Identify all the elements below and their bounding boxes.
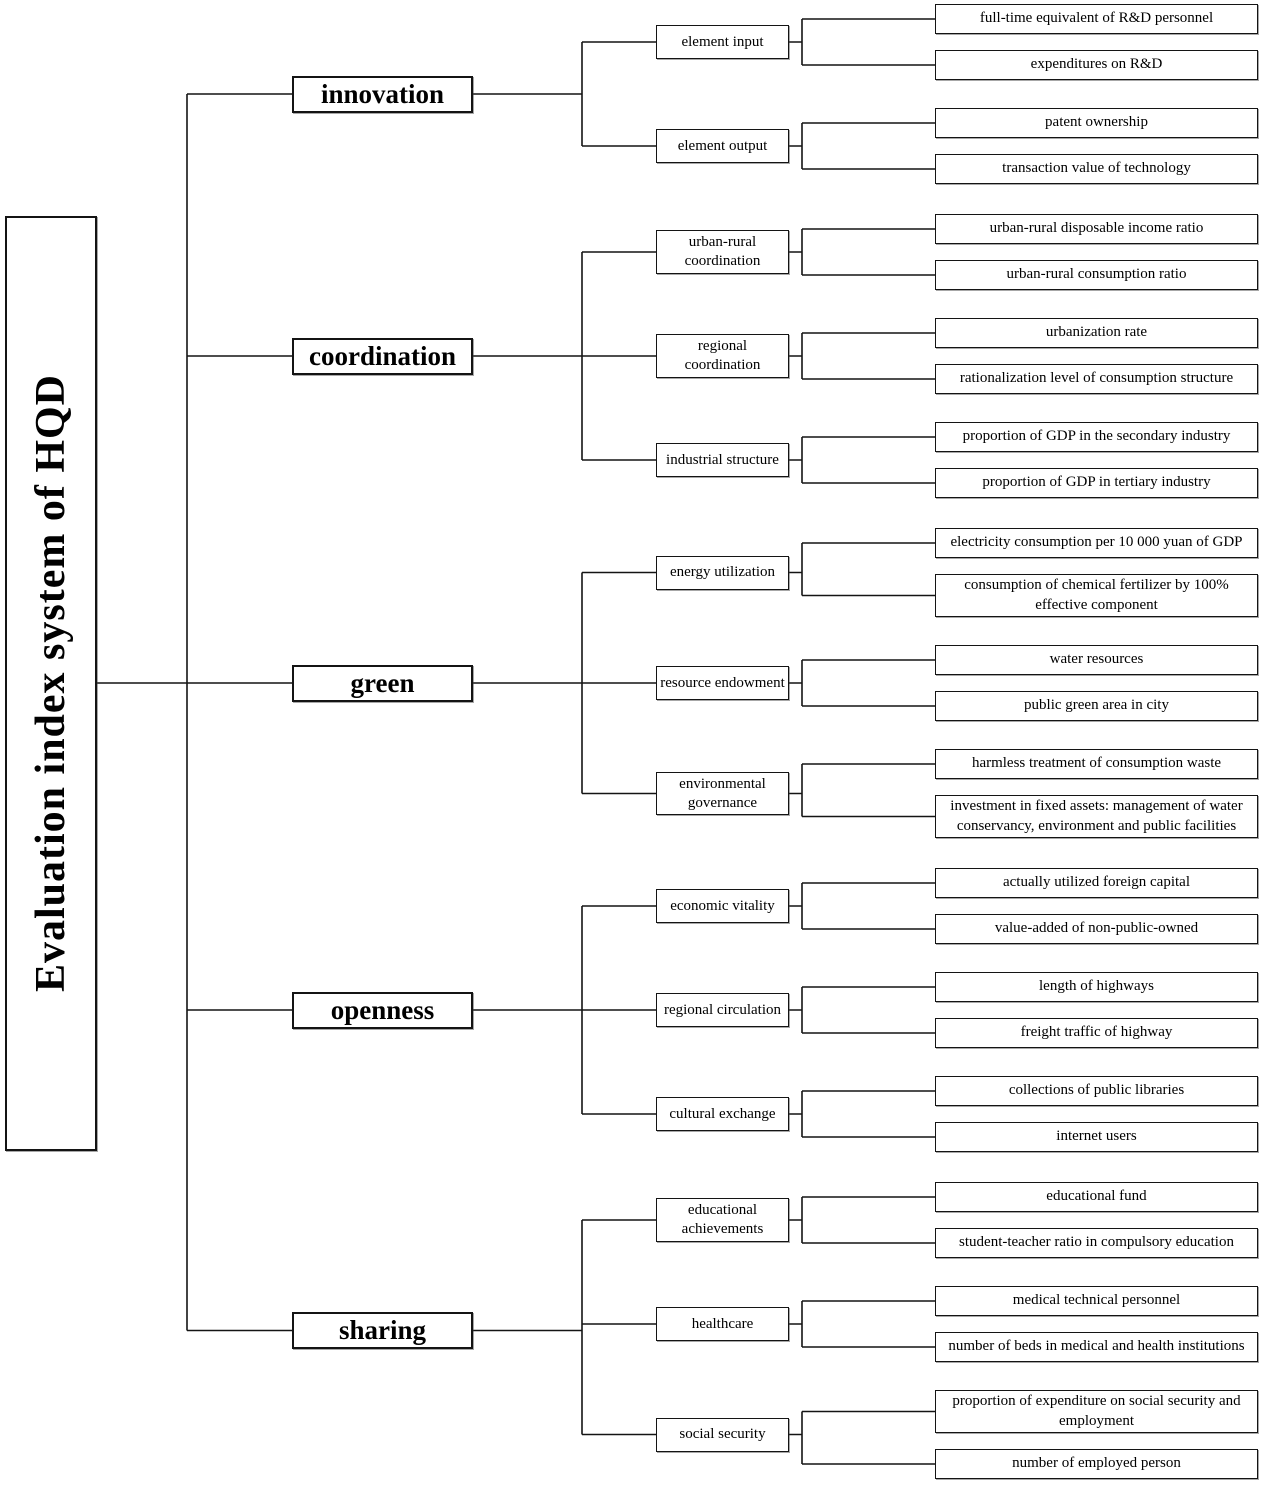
leaf-stack-regional-circulation: length of highways freight traffic of hig…	[935, 972, 1258, 1048]
subgroup-row-healthcare: healthcare medical technical personnel num…	[656, 1286, 1258, 1362]
subgroup-row-resource-endowment: resource endowment water resources public …	[656, 645, 1258, 721]
indicator-node-urban-rural-consumption-ratio: urban-rural consumption ratio	[935, 260, 1258, 290]
branch-node-innovation: innovation	[292, 75, 473, 113]
indicator-node-public-green-area-in-city: public green area in city	[935, 691, 1258, 721]
branch-node-sharing: sharing	[292, 1312, 473, 1349]
indicator-node-number-of-employed-person: number of employed person	[935, 1449, 1258, 1479]
leaf-stack-economic-vitality: actually utilized foreign capital value-a…	[935, 868, 1258, 944]
subgroup-row-element-input: element input full-time equivalent of R&D…	[656, 4, 1258, 80]
category-node-healthcare: healthcare	[656, 1307, 789, 1341]
indicator-node-value-added-of-non-public-owned: value-added of non-public-owned	[935, 914, 1258, 944]
indicator-node-expenditures-on-r-d: expenditures on R&D	[935, 50, 1258, 80]
indicator-node-rationalization-level-of-consumption-str: rationalization level of consumption str…	[935, 364, 1258, 394]
indicator-node-medical-technical-personnel: medical technical personnel	[935, 1286, 1258, 1316]
indicator-node-number-of-beds-in-medical-and-health-ins: number of beds in medical and health ins…	[935, 1332, 1258, 1362]
subgroup-row-social-security: social security proportion of expenditure…	[656, 1390, 1258, 1479]
subgroup-row-educational-achievements: educational achievements educational fund…	[656, 1182, 1258, 1258]
subgroup-row-regional-circulation: regional circulation length of highways fr…	[656, 972, 1258, 1048]
subgroup-stack-green: energy utilization electricity consumptio…	[656, 528, 1258, 838]
indicator-node-actually-utilized-foreign-capital: actually utilized foreign capital	[935, 868, 1258, 898]
category-node-resource-endowment: resource endowment	[656, 666, 789, 700]
subgroup-stack-coordination: urban-rural coordination urban-rural disp…	[656, 214, 1258, 498]
subgroup-stack-openness: economic vitality actually utilized forei…	[656, 868, 1258, 1152]
indicator-node-length-of-highways: length of highways	[935, 972, 1258, 1002]
indicator-node-collections-of-public-libraries: collections of public libraries	[935, 1076, 1258, 1106]
indicator-node-educational-fund: educational fund	[935, 1182, 1258, 1212]
subgroup-row-regional-coordination: regional coordination urbanization rate ra…	[656, 318, 1258, 394]
subgroup-row-element-output: element output patent ownership transactio…	[656, 108, 1258, 184]
subgroup-row-urban-rural-coordination: urban-rural coordination urban-rural disp…	[656, 214, 1258, 290]
subgroup-stack-innovation: element input full-time equivalent of R&D…	[656, 4, 1258, 184]
branch-node-green: green	[292, 664, 473, 702]
indicator-node-harmless-treatment-of-consumption-waste: harmless treatment of consumption waste	[935, 749, 1258, 779]
subgroup-row-economic-vitality: economic vitality actually utilized forei…	[656, 868, 1258, 944]
leaf-stack-element-output: patent ownership transaction value of tec…	[935, 108, 1258, 184]
category-node-regional-circulation: regional circulation	[656, 993, 789, 1027]
indicator-node-urbanization-rate: urbanization rate	[935, 318, 1258, 348]
category-node-educational-achievements: educational achievements	[656, 1198, 789, 1242]
category-node-cultural-exchange: cultural exchange	[656, 1097, 789, 1131]
branch-node-coordination: coordination	[292, 337, 473, 375]
category-node-element-output: element output	[656, 129, 789, 163]
category-node-element-input: element input	[656, 25, 789, 59]
category-node-urban-rural-coordination: urban-rural coordination	[656, 230, 789, 274]
branch-row-openness: openness economic vitality actually utiliz…	[292, 868, 1258, 1152]
indicator-node-freight-traffic-of-highway: freight traffic of highway	[935, 1018, 1258, 1048]
indicator-node-student-teacher-ratio-in-compulsory-educ: student-teacher ratio in compulsory educ…	[935, 1228, 1258, 1258]
subgroup-row-environmental-governance: environmental governance harmless treatme…	[656, 749, 1258, 838]
branch-stack: innovation element input full-time equival…	[292, 0, 1258, 1483]
category-node-industrial-structure: industrial structure	[656, 443, 789, 477]
indicator-node-proportion-of-gdp-in-tertiary-industry: proportion of GDP in tertiary industry	[935, 468, 1258, 498]
indicator-node-full-time-equivalent-of-r-d-personnel: full-time equivalent of R&D personnel	[935, 4, 1258, 34]
leaf-stack-resource-endowment: water resources public green area in city	[935, 645, 1258, 721]
indicator-node-internet-users: internet users	[935, 1122, 1258, 1152]
root-label: Evaluation index system of HQD	[28, 373, 75, 993]
subgroup-row-industrial-structure: industrial structure proportion of GDP in…	[656, 422, 1258, 498]
category-node-energy-utilization: energy utilization	[656, 555, 789, 590]
root-node-evaluation-index-system: Evaluation index system of HQD	[5, 215, 97, 1151]
leaf-stack-industrial-structure: proportion of GDP in the secondary indus…	[935, 422, 1258, 498]
branch-row-green: green energy utilization electricity consu…	[292, 528, 1258, 838]
leaf-stack-educational-achievements: educational fund student-teacher ratio in…	[935, 1182, 1258, 1258]
leaf-stack-cultural-exchange: collections of public libraries internet …	[935, 1076, 1258, 1152]
indicator-node-proportion-of-gdp-in-the-secondary-indus: proportion of GDP in the secondary indus…	[935, 422, 1258, 452]
leaf-stack-healthcare: medical technical personnel number of bed…	[935, 1286, 1258, 1362]
leaf-stack-social-security: proportion of expenditure on social secu…	[935, 1390, 1258, 1479]
indicator-node-proportion-of-expenditure-on-social-secu: proportion of expenditure on social secu…	[935, 1390, 1258, 1433]
leaf-stack-urban-rural-coordination: urban-rural disposable income ratio urban…	[935, 214, 1258, 290]
indicator-node-patent-ownership: patent ownership	[935, 108, 1258, 138]
indicator-node-transaction-value-of-technology: transaction value of technology	[935, 154, 1258, 184]
category-node-regional-coordination: regional coordination	[656, 334, 789, 378]
indicator-node-consumption-of-chemical-fertilizer-by-10: consumption of chemical fertilizer by 10…	[935, 574, 1258, 617]
subgroup-row-cultural-exchange: cultural exchange collections of public l…	[656, 1076, 1258, 1152]
branch-row-innovation: innovation element input full-time equival…	[292, 4, 1258, 184]
subgroup-stack-sharing: educational achievements educational fund…	[656, 1182, 1258, 1479]
leaf-stack-element-input: full-time equivalent of R&D personnel exp…	[935, 4, 1258, 80]
category-node-economic-vitality: economic vitality	[656, 889, 789, 923]
category-node-environmental-governance: environmental governance	[656, 771, 789, 816]
subgroup-row-energy-utilization: energy utilization electricity consumptio…	[656, 528, 1258, 617]
indicator-node-electricity-consumption-per-10-000-yuan-: electricity consumption per 10 000 yuan …	[935, 528, 1258, 558]
indicator-node-water-resources: water resources	[935, 645, 1258, 675]
leaf-stack-environmental-governance: harmless treatment of consumption waste i…	[935, 749, 1258, 838]
indicator-node-investment-in-fixed-assets-management-of: investment in fixed assets: management o…	[935, 795, 1258, 838]
leaf-stack-regional-coordination: urbanization rate rationalization level o…	[935, 318, 1258, 394]
category-node-social-security: social security	[656, 1417, 789, 1452]
branch-node-openness: openness	[292, 991, 473, 1029]
leaf-stack-energy-utilization: electricity consumption per 10 000 yuan …	[935, 528, 1258, 617]
indicator-node-urban-rural-disposable-income-ratio: urban-rural disposable income ratio	[935, 214, 1258, 244]
